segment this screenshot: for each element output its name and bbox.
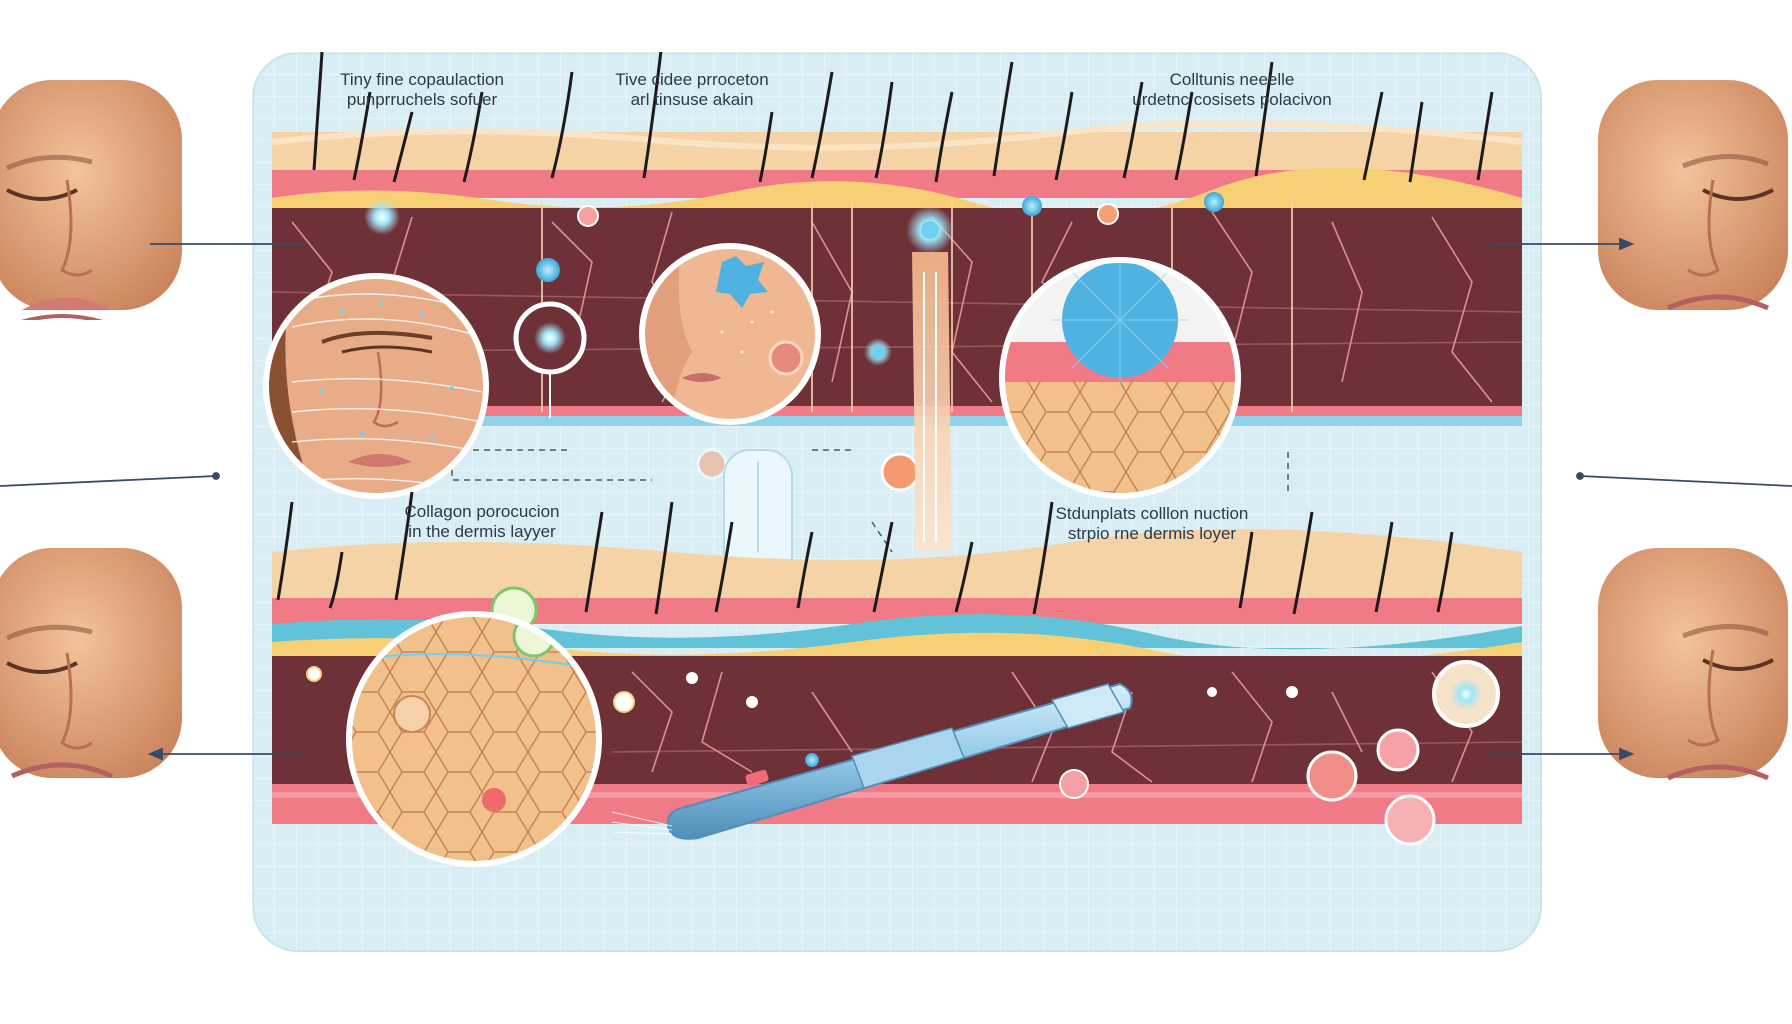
label-top-center: Tive cidee prroceton arl tinsuse akain xyxy=(572,70,812,110)
label-top-left-line2: punprruchels sofuer xyxy=(346,90,498,109)
face-icon xyxy=(0,548,182,779)
label-top-left-line1: Tiny fine copaulaction xyxy=(340,70,504,89)
collagen-network-top xyxy=(271,211,1523,403)
arrow-icon xyxy=(451,449,1289,553)
hair-follicle-icon xyxy=(312,52,1494,183)
label-mid-right: Stdunplats colllon nuction strpio rne de… xyxy=(1022,504,1282,544)
skin-cross-section xyxy=(263,52,1523,867)
face-top-left xyxy=(0,70,192,320)
arrow-icon xyxy=(0,475,217,487)
label-mid-left-line1: Collagon porocucion xyxy=(404,502,560,521)
face-icon xyxy=(0,80,182,320)
label-mid-left-line2: in the dermis layyer xyxy=(408,522,556,541)
face-icon xyxy=(1598,548,1788,781)
microneedle-pen-icon xyxy=(611,682,1133,840)
magnifier-circle-icon xyxy=(513,301,587,418)
arrow-icon xyxy=(1579,475,1792,487)
label-mid-right-line2: strpio rne dermis loyer xyxy=(1067,524,1237,543)
diagram-panel: Tiny fine copaulaction punprruchels sofu… xyxy=(252,52,1542,952)
magnifier-circle-icon xyxy=(639,243,821,425)
label-top-right: Colltunis neeelle urdetnc cosisets polac… xyxy=(1082,70,1382,110)
energy-beam xyxy=(912,252,952,552)
label-top-center-line1: Tive cidee prroceton xyxy=(615,70,769,89)
face-icon xyxy=(1598,80,1788,311)
epidermis-top xyxy=(272,132,1522,172)
hair-follicle-icon xyxy=(276,491,1454,615)
label-top-center-line2: arl tinsuse akain xyxy=(630,90,754,109)
collagen-cell-icon xyxy=(364,192,1224,492)
label-mid-right-line1: Stdunplats colllon nuction xyxy=(1055,504,1249,523)
label-top-right-line1: Colltunis neeelle xyxy=(1169,70,1295,89)
epidermis-bottom xyxy=(272,529,1522,600)
face-top-right xyxy=(1588,70,1792,320)
label-mid-left: Collagon porocucion in the dermis layyer xyxy=(362,502,602,542)
face-bottom-right xyxy=(1588,538,1792,788)
label-top-right-line2: urdetnc cosisets polacivon xyxy=(1132,90,1332,109)
face-bottom-left xyxy=(0,538,192,788)
label-top-left: Tiny fine copaulaction punprruchels sofu… xyxy=(302,70,542,110)
